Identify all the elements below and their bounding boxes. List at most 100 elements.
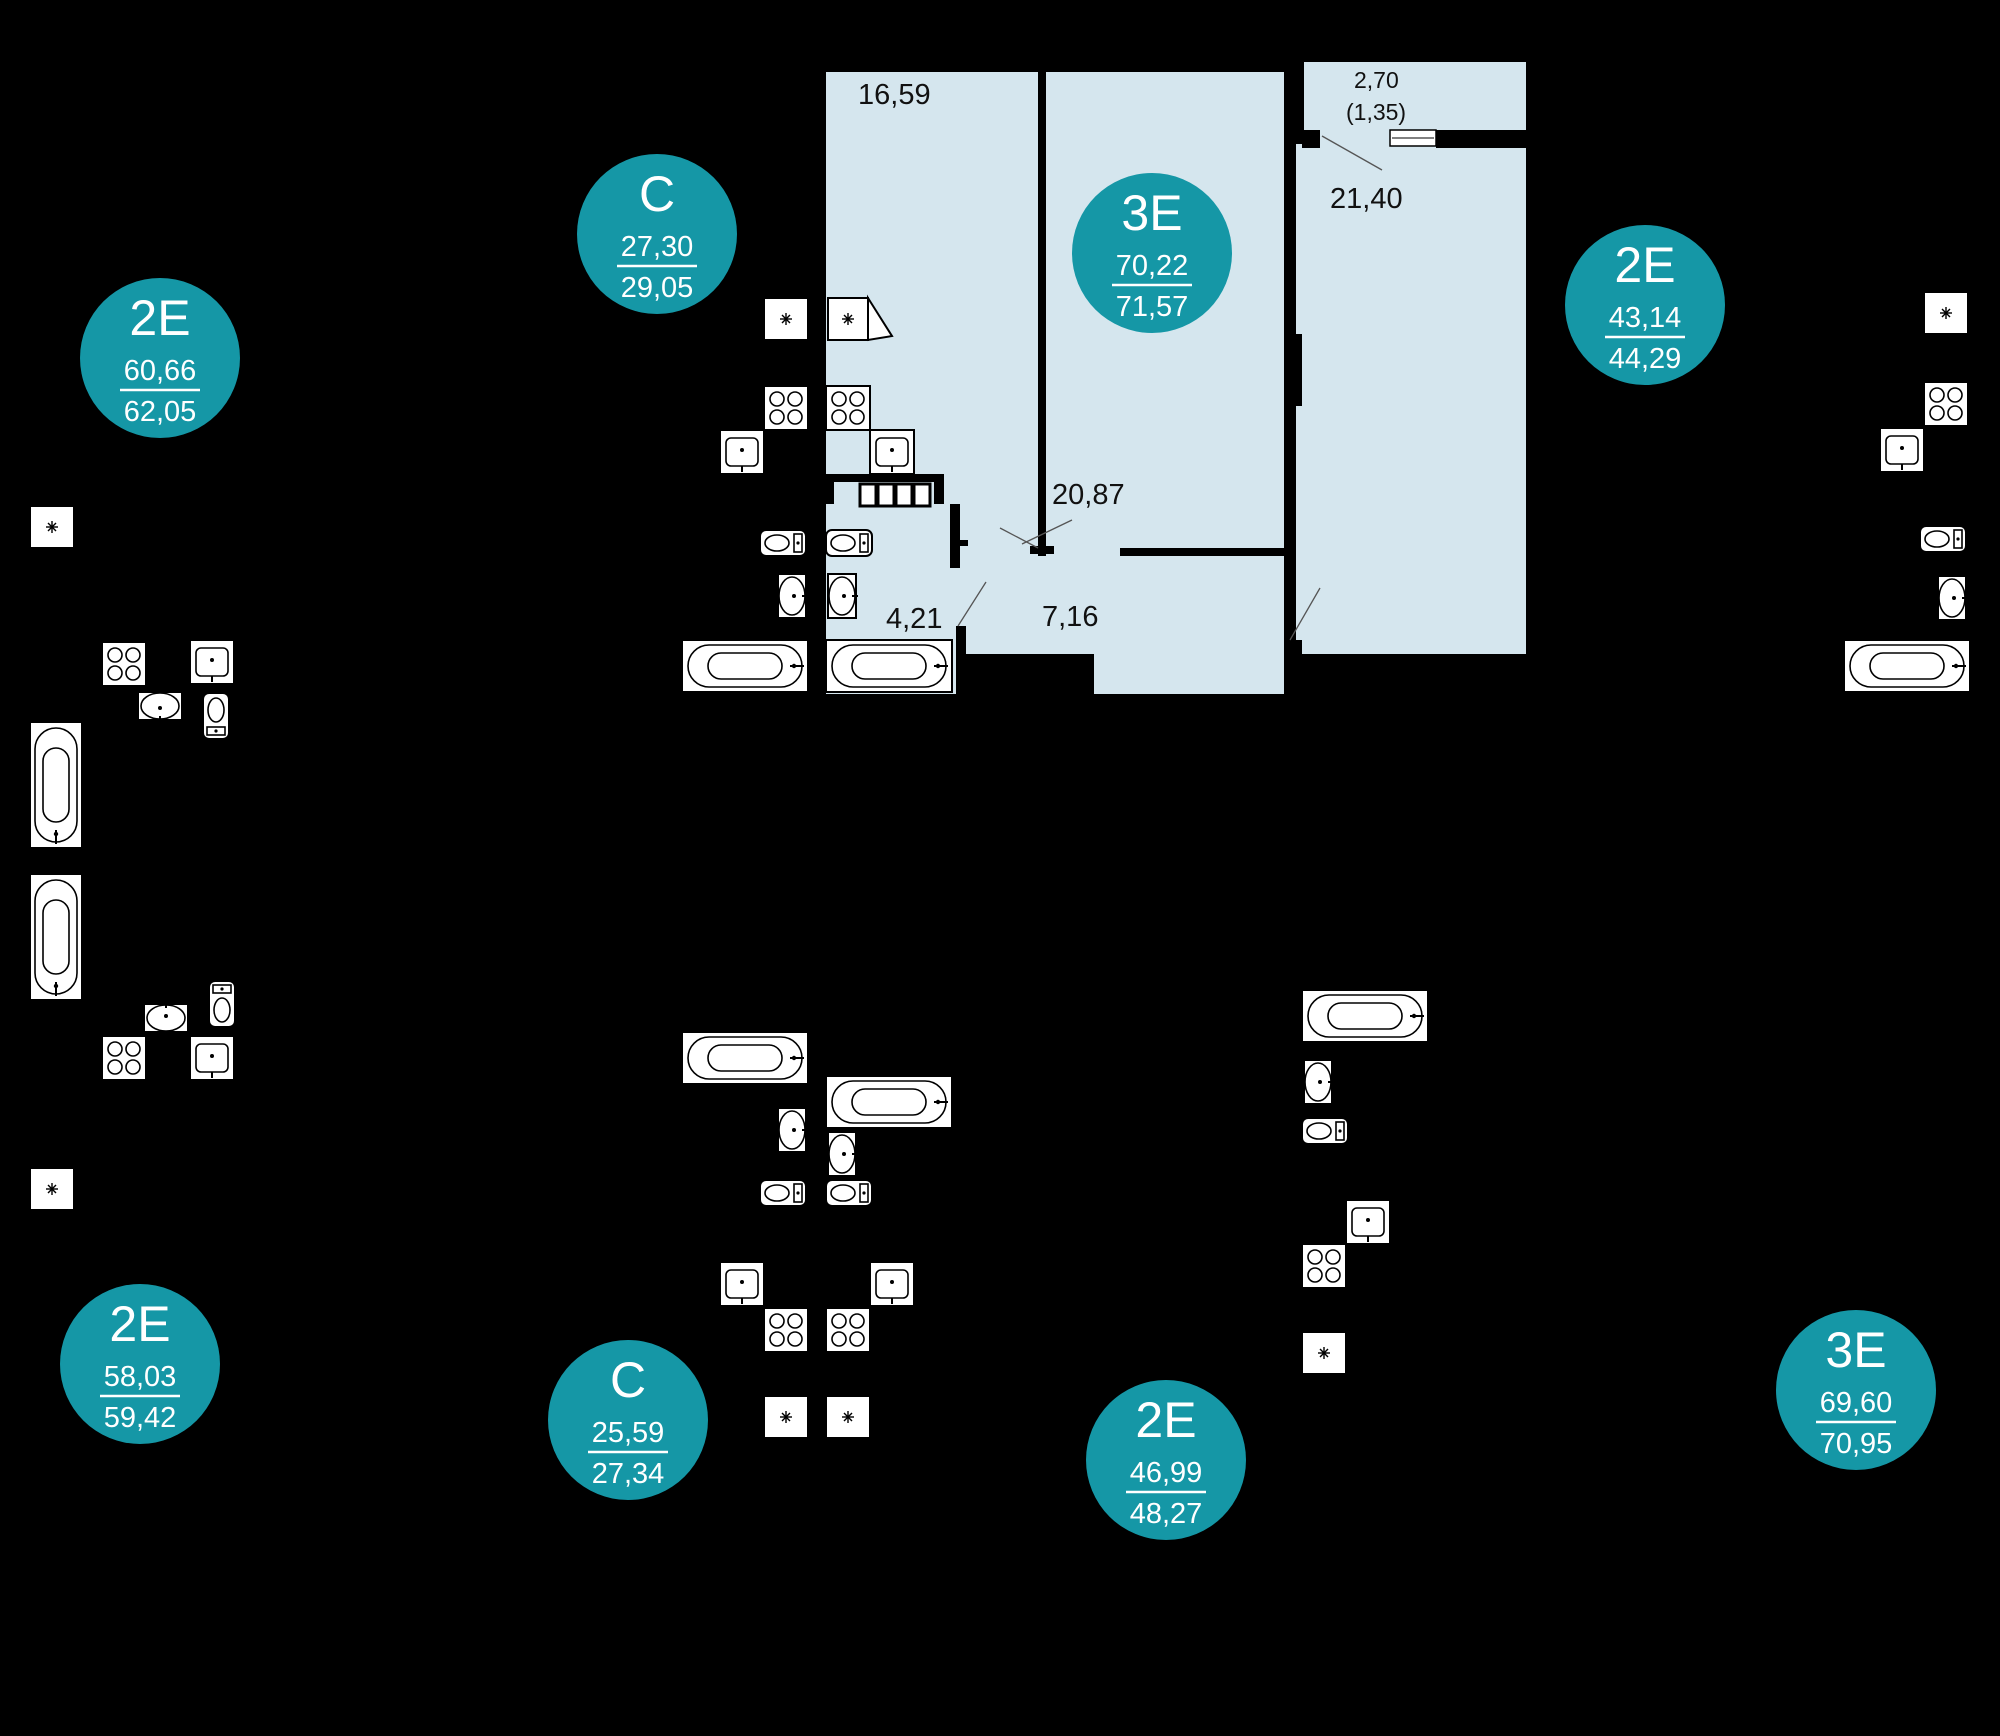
ventilation-shaft-icon — [1923, 291, 1973, 335]
apartment-floor — [1296, 62, 1526, 654]
sink-icon — [189, 639, 235, 685]
stove-icon — [1923, 381, 1969, 427]
badge-circle — [577, 154, 737, 314]
badge-circle — [80, 278, 240, 438]
washbasin-icon — [143, 1001, 189, 1033]
total-area: 48,27 — [1130, 1498, 1203, 1530]
hall-area: 7,16 — [1042, 601, 1098, 633]
apartment-type: 2E — [109, 1296, 170, 1352]
living-area: 46,99 — [1130, 1457, 1203, 1489]
sink-icon — [1879, 427, 1925, 473]
bathtub-icon — [681, 639, 809, 693]
apartment-type: C — [610, 1352, 646, 1408]
total-area: 59,42 — [104, 1402, 177, 1434]
badge-circle — [1072, 173, 1232, 333]
sink-icon — [869, 429, 915, 475]
apartment-badge[interactable]: C 25,59 27,34 — [548, 1340, 708, 1500]
washbasin-icon — [777, 573, 809, 619]
ventilation-shaft-icon — [763, 297, 813, 341]
sink-icon — [719, 1261, 765, 1307]
apartment-badge[interactable]: 3E 70,22 71,57 — [1072, 173, 1232, 333]
stove-icon — [825, 1307, 871, 1353]
badge-circle — [1565, 225, 1725, 385]
bathtub-icon — [1301, 989, 1429, 1043]
washbasin-icon — [827, 1131, 859, 1177]
apartment-type: C — [639, 166, 675, 222]
living-area: 69,60 — [1820, 1387, 1893, 1419]
bathtub-icon — [1843, 639, 1971, 693]
sink-icon — [869, 1261, 915, 1307]
washbasin-icon — [1937, 575, 1969, 621]
ventilation-shaft-icon — [1301, 1331, 1351, 1375]
washbasin-icon — [827, 573, 859, 619]
apartment-type: 2E — [1614, 237, 1675, 293]
toilet-icon — [1919, 525, 1967, 553]
washbasin-icon — [137, 691, 183, 723]
stair-treads — [858, 482, 932, 508]
apartment-floor — [826, 72, 1284, 654]
toilet-icon — [1301, 1117, 1349, 1145]
selected-apartment[interactable]: 16,59 20,87 21,40 4,21 7,16 2,70 (1,35) — [826, 62, 1526, 694]
fixtures — [29, 291, 1973, 1439]
badge-circle — [60, 1284, 220, 1444]
apartment-type: 3E — [1121, 185, 1182, 241]
badge-circle — [1776, 1310, 1936, 1470]
living-area: 27,30 — [621, 231, 694, 263]
ventilation-shaft-icon — [825, 1395, 875, 1439]
balcony-area-reduced: (1,35) — [1346, 99, 1406, 125]
balcony-area: 2,70 — [1354, 67, 1399, 93]
washbasin-icon — [777, 1107, 809, 1153]
total-area: 70,95 — [1820, 1428, 1893, 1460]
total-area: 71,57 — [1116, 291, 1189, 323]
toilet-icon — [759, 529, 807, 557]
badge-circle — [1086, 1380, 1246, 1540]
living-area: 70,22 — [1116, 250, 1189, 282]
total-area: 27,34 — [592, 1458, 665, 1490]
room-1-area: 16,59 — [858, 79, 931, 111]
toilet-icon — [202, 692, 230, 740]
apartment-badge[interactable]: 2E 58,03 59,42 — [60, 1284, 220, 1444]
stove-icon — [763, 385, 809, 431]
apartment-badge[interactable]: 2E 43,14 44,29 — [1565, 225, 1725, 385]
bathtub-icon — [29, 873, 83, 1001]
total-area: 44,29 — [1609, 343, 1682, 375]
stove-icon — [763, 1307, 809, 1353]
bathtub-icon — [825, 1075, 953, 1129]
bathtub-icon — [681, 1031, 809, 1085]
bathtub-icon — [825, 639, 953, 693]
stove-icon — [101, 1035, 147, 1081]
sink-icon — [189, 1035, 235, 1081]
stove-icon — [101, 641, 147, 687]
sink-icon — [1345, 1199, 1391, 1245]
room-3-area: 21,40 — [1330, 183, 1403, 215]
living-area: 43,14 — [1609, 302, 1682, 334]
room-2-area: 20,87 — [1052, 479, 1125, 511]
apartment-walls — [826, 62, 1526, 662]
bathroom-area: 4,21 — [886, 603, 942, 635]
washbasin-icon — [1303, 1059, 1335, 1105]
toilet-icon — [759, 1179, 807, 1207]
living-area: 60,66 — [124, 355, 197, 387]
ventilation-shaft-icon — [763, 1395, 813, 1439]
ventilation-shaft-icon — [827, 294, 894, 342]
living-area: 25,59 — [592, 1417, 665, 1449]
toilet-icon — [825, 529, 873, 557]
total-area: 62,05 — [124, 396, 197, 428]
total-area: 29,05 — [621, 272, 694, 304]
apartment-badge[interactable]: 2E 46,99 48,27 — [1086, 1380, 1246, 1540]
apartment-badge[interactable]: C 27,30 29,05 — [577, 154, 737, 314]
bathtub-icon — [29, 721, 83, 849]
ventilation-shaft-icon — [29, 1167, 79, 1211]
apartment-type: 2E — [1135, 1392, 1196, 1448]
apartment-badge[interactable]: 2E 60,66 62,05 — [80, 278, 240, 438]
apartment-badges: C 27,30 29,05 3E 70,22 71,57 2E 43,14 44,29 2E 60,… — [60, 154, 1936, 1540]
apartment-type: 2E — [129, 290, 190, 346]
living-area: 58,03 — [104, 1361, 177, 1393]
door-swings — [957, 135, 1383, 641]
sink-icon — [719, 429, 765, 475]
toilet-icon — [825, 1179, 873, 1207]
apartment-floor — [1094, 654, 1284, 694]
stove-icon — [825, 385, 871, 431]
